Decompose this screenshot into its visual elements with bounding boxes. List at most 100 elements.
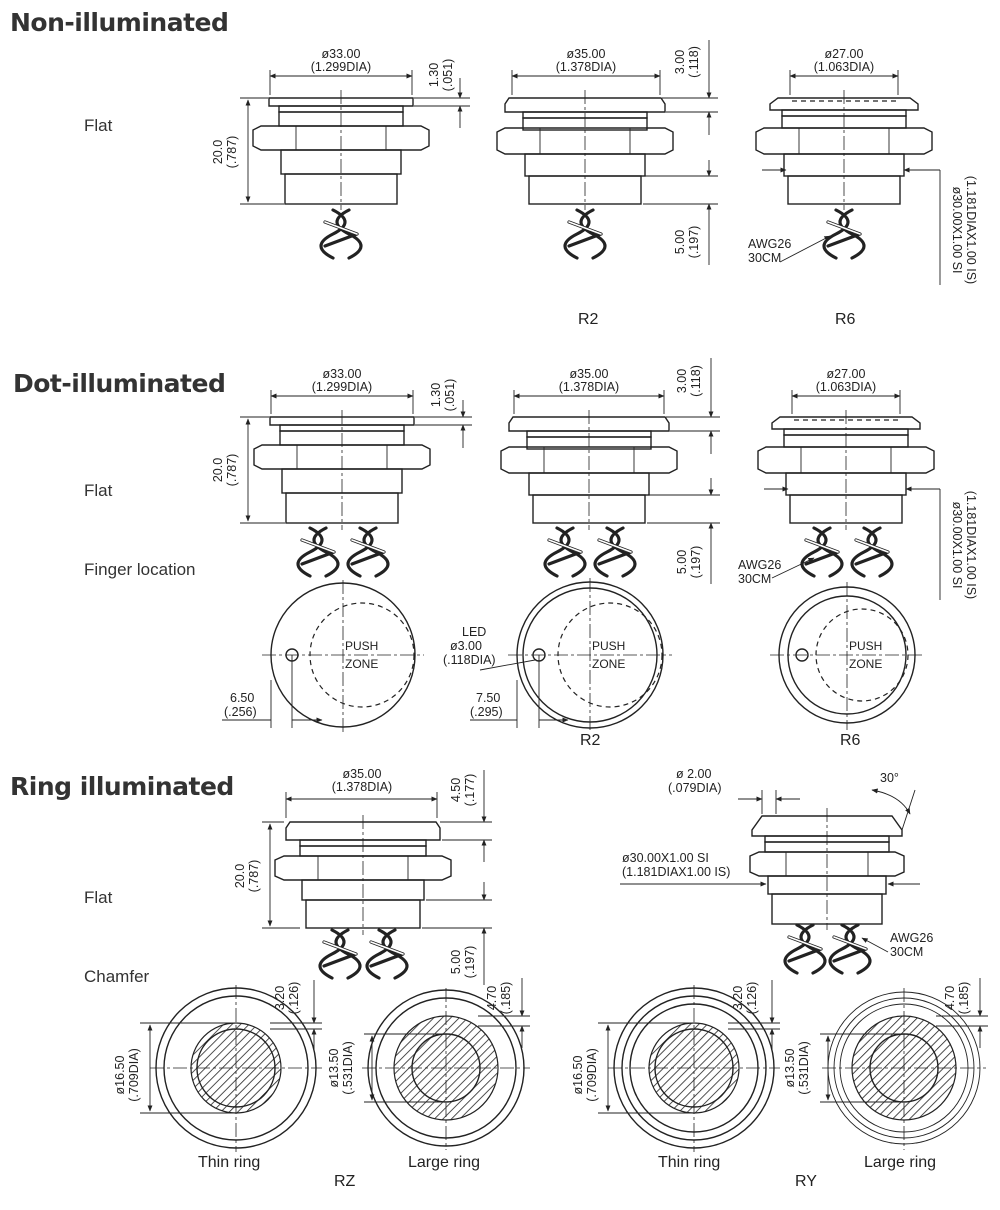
- dim-h20-in: (.787): [225, 136, 239, 169]
- dim-angle: 30°: [880, 771, 899, 785]
- dim-o650: 6.50: [230, 691, 254, 705]
- dim-l500-dot: 5.00: [675, 550, 689, 574]
- switch-r2-dot: ø35.00 (1.378DIA) 3.00 (.118) 5.00 (.197…: [500, 358, 720, 584]
- label-finger-location: Finger location: [84, 560, 196, 579]
- switch-flat-dot: ø33.00 (1.299DIA) 1.30 (.051) 20.0 (.787…: [211, 367, 472, 578]
- caption-r2-dot: R2: [580, 732, 601, 749]
- dim-l500-in-ring: (.197): [463, 946, 477, 979]
- awg-label-dot: AWG26: [738, 558, 781, 572]
- caption-rz: RZ: [334, 1173, 356, 1190]
- dim-t130-in-dot: (.051): [443, 379, 457, 412]
- dim-t300-in-dot: (.118): [689, 365, 703, 397]
- dim-d2: ø 2.00: [676, 767, 711, 781]
- ring-ry-large: ø13.50 (.531DIA) 4.70 (.185): [783, 978, 988, 1150]
- switch-r2-non: ø35.00 (1.378DIA) 3.00 (.118) 5.00 (.197…: [496, 40, 718, 265]
- dim-r1650-in-ry: (.709DIA): [585, 1048, 599, 1102]
- caption-large-ring-ry: Large ring: [864, 1154, 937, 1171]
- awg-label-ring: AWG26: [890, 931, 933, 945]
- dim-r1650-rz: ø16.50: [113, 1055, 127, 1094]
- dim-r1350-in-ry: (.531DIA): [797, 1041, 811, 1095]
- dim-d35-in: (1.378DIA): [556, 60, 616, 74]
- dim-d27: ø27.00: [825, 47, 864, 61]
- label-flat-ring: Flat: [84, 888, 113, 907]
- caption-large-ring-rz: Large ring: [408, 1154, 481, 1171]
- awg-label: AWG26: [748, 237, 791, 251]
- dim-l500-in: (.197): [687, 226, 701, 259]
- dim-d27-in: (1.063DIA): [814, 60, 874, 74]
- dim-d2-in: (.079DIA): [668, 781, 722, 795]
- dim-r320-in-rz: (.126): [287, 982, 301, 1015]
- dim-d35-ring: ø35.00: [343, 767, 382, 781]
- finger-location-flat: PUSH ZONE 6.50 (.256): [222, 580, 424, 732]
- dim-l500-in-dot: (.197): [689, 546, 703, 579]
- dim-o650-in: (.256): [224, 705, 257, 719]
- zone-label-1: ZONE: [345, 657, 378, 671]
- label-chamfer: Chamfer: [84, 967, 150, 986]
- caption-r6-non: R6: [835, 311, 856, 328]
- dim-l500-ring: 5.00: [449, 950, 463, 974]
- heading-ring-illuminated: Ring illuminated: [10, 772, 234, 801]
- dim-r1350-ry: ø13.50: [783, 1048, 797, 1087]
- awg-length-ring: 30CM: [890, 945, 923, 959]
- switch-r6-dot: ø27.00 (1.063DIA) ø30.00X1.00 SI (1.181D…: [738, 367, 978, 600]
- ring-rz-large: ø13.50 (.531DIA) 4.70 (.185): [327, 978, 530, 1150]
- dim-t450-in: (.177): [463, 774, 477, 807]
- ring-ry-thin: ø16.50 (.709DIA) 3.20 (.126): [571, 980, 780, 1152]
- dim-thread-ring: ø30.00X1.00 SI: [622, 851, 709, 865]
- switch-flat-non: ø33.00 (1.299DIA) 1.30 (.051) 20.0 (.787…: [211, 47, 470, 260]
- dim-h20-ring: 20.0: [233, 864, 247, 888]
- dim-r320-in-ry: (.126): [745, 982, 759, 1015]
- caption-r6-dot: R6: [840, 732, 861, 749]
- caption-ry: RY: [795, 1173, 817, 1190]
- dim-t300-in: (.118): [687, 46, 701, 78]
- dim-r1650-ry: ø16.50: [571, 1055, 585, 1094]
- dim-d33: ø33.00: [322, 47, 361, 61]
- dim-r470-rz: 4.70: [485, 986, 499, 1010]
- dim-d27-dot: ø27.00: [827, 367, 866, 381]
- heading-dot-illuminated: Dot-illuminated: [13, 369, 226, 398]
- dim-r1350-in-rz: (.531DIA): [341, 1041, 355, 1095]
- push-label-3: PUSH: [849, 639, 882, 653]
- dim-h20-in-ring: (.787): [247, 860, 261, 893]
- dim-r470-ry: 4.70: [943, 986, 957, 1010]
- switch-chamfer-ring: ø 2.00 (.079DIA) 30° ø30.00X1.00 SI (1.1…: [620, 767, 933, 975]
- dim-t300: 3.00: [673, 50, 687, 74]
- dim-l500: 5.00: [673, 230, 687, 254]
- awg-length: 30CM: [748, 251, 781, 265]
- label-flat-dot: Flat: [84, 481, 113, 500]
- zone-label-2: ZONE: [592, 657, 625, 671]
- dim-r1650-in-rz: (.709DIA): [127, 1048, 141, 1102]
- dim-t130-dot: 1.30: [429, 383, 443, 407]
- dim-r470-in-ry: (.185): [957, 982, 971, 1015]
- caption-r2-non: R2: [578, 311, 599, 328]
- switch-r6-non: ø27.00 (1.063DIA) ø30.00X1.00 SI (1.181D…: [748, 47, 978, 285]
- dim-thread-in-ring: (1.181DIAX1.00 IS): [622, 865, 730, 879]
- dim-d33-in: (1.299DIA): [311, 60, 371, 74]
- dim-thread: ø30.00X1.00 SI: [950, 187, 964, 274]
- dim-d27-in-dot: (1.063DIA): [816, 380, 876, 394]
- caption-thin-ring-rz: Thin ring: [198, 1154, 261, 1171]
- dim-r1350-rz: ø13.50: [327, 1048, 341, 1087]
- dim-t300-dot: 3.00: [675, 369, 689, 393]
- led-dia: ø3.00: [450, 639, 482, 653]
- dim-thread-dot: ø30.00X1.00 SI: [950, 502, 964, 589]
- zone-label-3: ZONE: [849, 657, 882, 671]
- dim-t450: 4.50: [449, 778, 463, 802]
- dim-o750-in: (.295): [470, 705, 503, 719]
- dim-d33-in-dot: (1.299DIA): [312, 380, 372, 394]
- dim-o750: 7.50: [476, 691, 500, 705]
- dim-h20-dot: 20.0: [211, 458, 225, 482]
- dim-d35-in-dot: (1.378DIA): [559, 380, 619, 394]
- dim-thread-in: (1.181DIAX1.00 IS): [964, 176, 978, 284]
- led-label: LED: [462, 625, 486, 639]
- caption-thin-ring-ry: Thin ring: [658, 1154, 721, 1171]
- ring-rz-thin: ø16.50 (.709DIA) 3.20 (.126): [113, 980, 322, 1152]
- dim-t130: 1.30: [427, 63, 441, 87]
- push-label-1: PUSH: [345, 639, 378, 653]
- awg-length-dot: 30CM: [738, 572, 771, 586]
- dim-d35-dot: ø35.00: [570, 367, 609, 381]
- dim-r320-rz: 3.20: [273, 986, 287, 1010]
- dim-t130-in: (.051): [441, 59, 455, 92]
- led-dia-in: (.118DIA): [443, 653, 496, 667]
